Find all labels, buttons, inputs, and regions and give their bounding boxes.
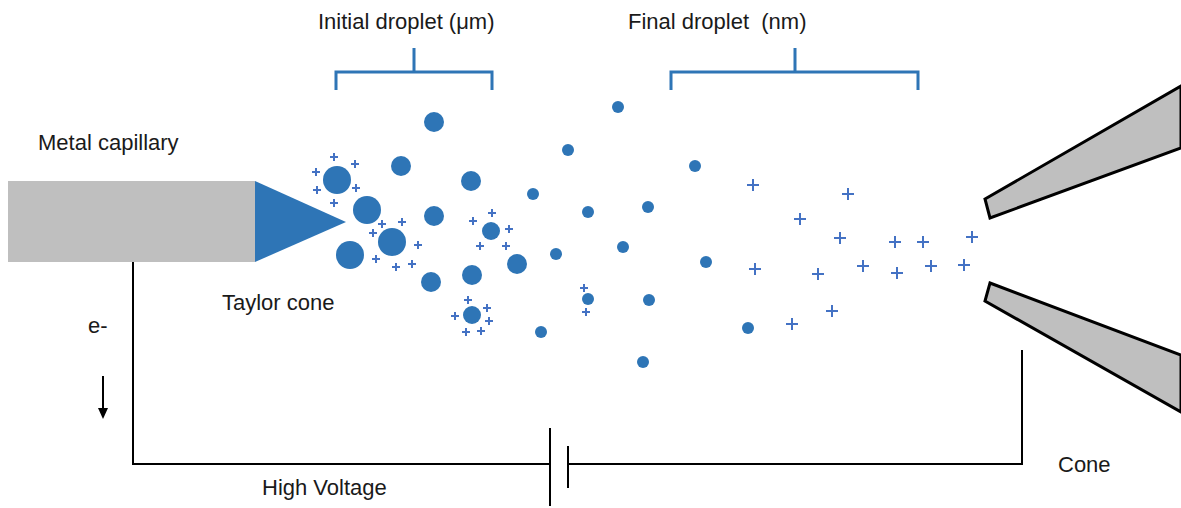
sampling-cone — [985, 86, 1181, 412]
droplet — [323, 166, 351, 194]
charge-symbol — [392, 263, 400, 271]
part-label: High Voltage — [262, 475, 387, 500]
droplet — [535, 326, 547, 338]
charge-symbol — [857, 260, 869, 272]
charge-symbol — [889, 236, 901, 248]
charge-symbol — [891, 267, 903, 279]
charge-symbol — [483, 304, 491, 312]
charge-symbol — [372, 255, 380, 263]
part-label: Cone — [1058, 452, 1111, 477]
signal-label: e- — [88, 313, 108, 338]
droplet — [742, 322, 754, 334]
metal-capillary — [8, 181, 255, 262]
charge-symbol — [378, 220, 386, 228]
charge-symbol — [749, 263, 761, 275]
droplet — [336, 241, 364, 269]
bracket — [336, 48, 918, 90]
charge-symbol — [505, 225, 513, 233]
droplet — [562, 144, 574, 156]
charge-symbol — [488, 209, 496, 217]
droplet — [637, 356, 649, 368]
droplet — [421, 272, 441, 292]
droplet — [700, 256, 712, 268]
charge-symbol — [476, 242, 484, 250]
charge-symbol — [352, 184, 360, 192]
charge-symbol — [351, 160, 359, 168]
droplet — [527, 188, 539, 200]
charge-symbol — [330, 199, 338, 207]
droplet — [582, 206, 594, 218]
droplet — [617, 241, 629, 253]
charge-symbol — [464, 296, 472, 304]
charge-symbol — [917, 236, 929, 248]
droplet — [689, 160, 701, 172]
charge-symbol — [834, 232, 846, 244]
droplets — [323, 101, 754, 368]
charge-symbol — [958, 259, 970, 271]
charge-symbol — [469, 217, 477, 225]
charge-symbol — [747, 179, 759, 191]
droplet — [642, 201, 654, 213]
charge-symbol — [812, 268, 824, 280]
droplet — [550, 248, 562, 260]
droplet — [482, 222, 500, 240]
charge-symbol — [369, 229, 377, 237]
electron-arrow — [98, 376, 108, 419]
droplet — [424, 112, 444, 132]
charge-symbol — [485, 317, 493, 325]
droplet — [462, 265, 482, 285]
charge-symbol — [925, 260, 937, 272]
bracket-label: Final droplet (nm) — [628, 9, 807, 34]
charge-symbol — [312, 168, 320, 176]
charge-symbol — [408, 260, 416, 268]
part-label: Metal capillary — [38, 130, 179, 155]
droplet — [612, 101, 624, 113]
droplet — [463, 306, 481, 324]
droplet — [378, 228, 406, 256]
droplet — [643, 294, 655, 306]
charge-symbol — [330, 153, 338, 161]
charge-symbol — [451, 312, 459, 320]
charge-symbol — [398, 218, 406, 226]
droplet — [461, 171, 481, 191]
droplet — [582, 293, 594, 305]
charge-symbol — [580, 284, 588, 292]
charge-symbol — [794, 213, 806, 225]
part-label: Taylor cone — [222, 290, 335, 315]
charge-symbol — [462, 328, 470, 336]
droplet — [353, 196, 381, 224]
charge-symbol — [966, 231, 978, 243]
droplet — [507, 254, 527, 274]
droplet — [391, 156, 411, 176]
bracket-label: Initial droplet (μm) — [318, 9, 495, 34]
charge-symbol — [786, 318, 798, 330]
charge-symbol — [826, 305, 838, 317]
charge-symbol — [313, 186, 321, 194]
droplet — [424, 206, 444, 226]
charges — [312, 153, 978, 336]
charge-symbol — [477, 327, 485, 335]
charge-symbol — [842, 188, 854, 200]
circuit-wire — [133, 262, 1022, 506]
charge-symbol — [582, 308, 590, 316]
charge-symbol — [414, 241, 422, 249]
charge-symbol — [502, 242, 510, 250]
